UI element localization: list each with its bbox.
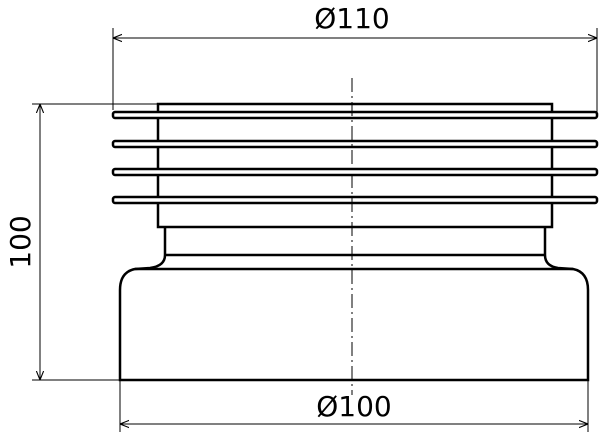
height-label: 100 xyxy=(4,215,37,268)
bottom-diameter-label: Ø100 xyxy=(316,390,391,423)
extension-lines xyxy=(32,28,598,432)
part-outline xyxy=(111,102,599,382)
sealing-fins xyxy=(111,110,599,205)
top-diameter-label: Ø110 xyxy=(314,2,389,35)
